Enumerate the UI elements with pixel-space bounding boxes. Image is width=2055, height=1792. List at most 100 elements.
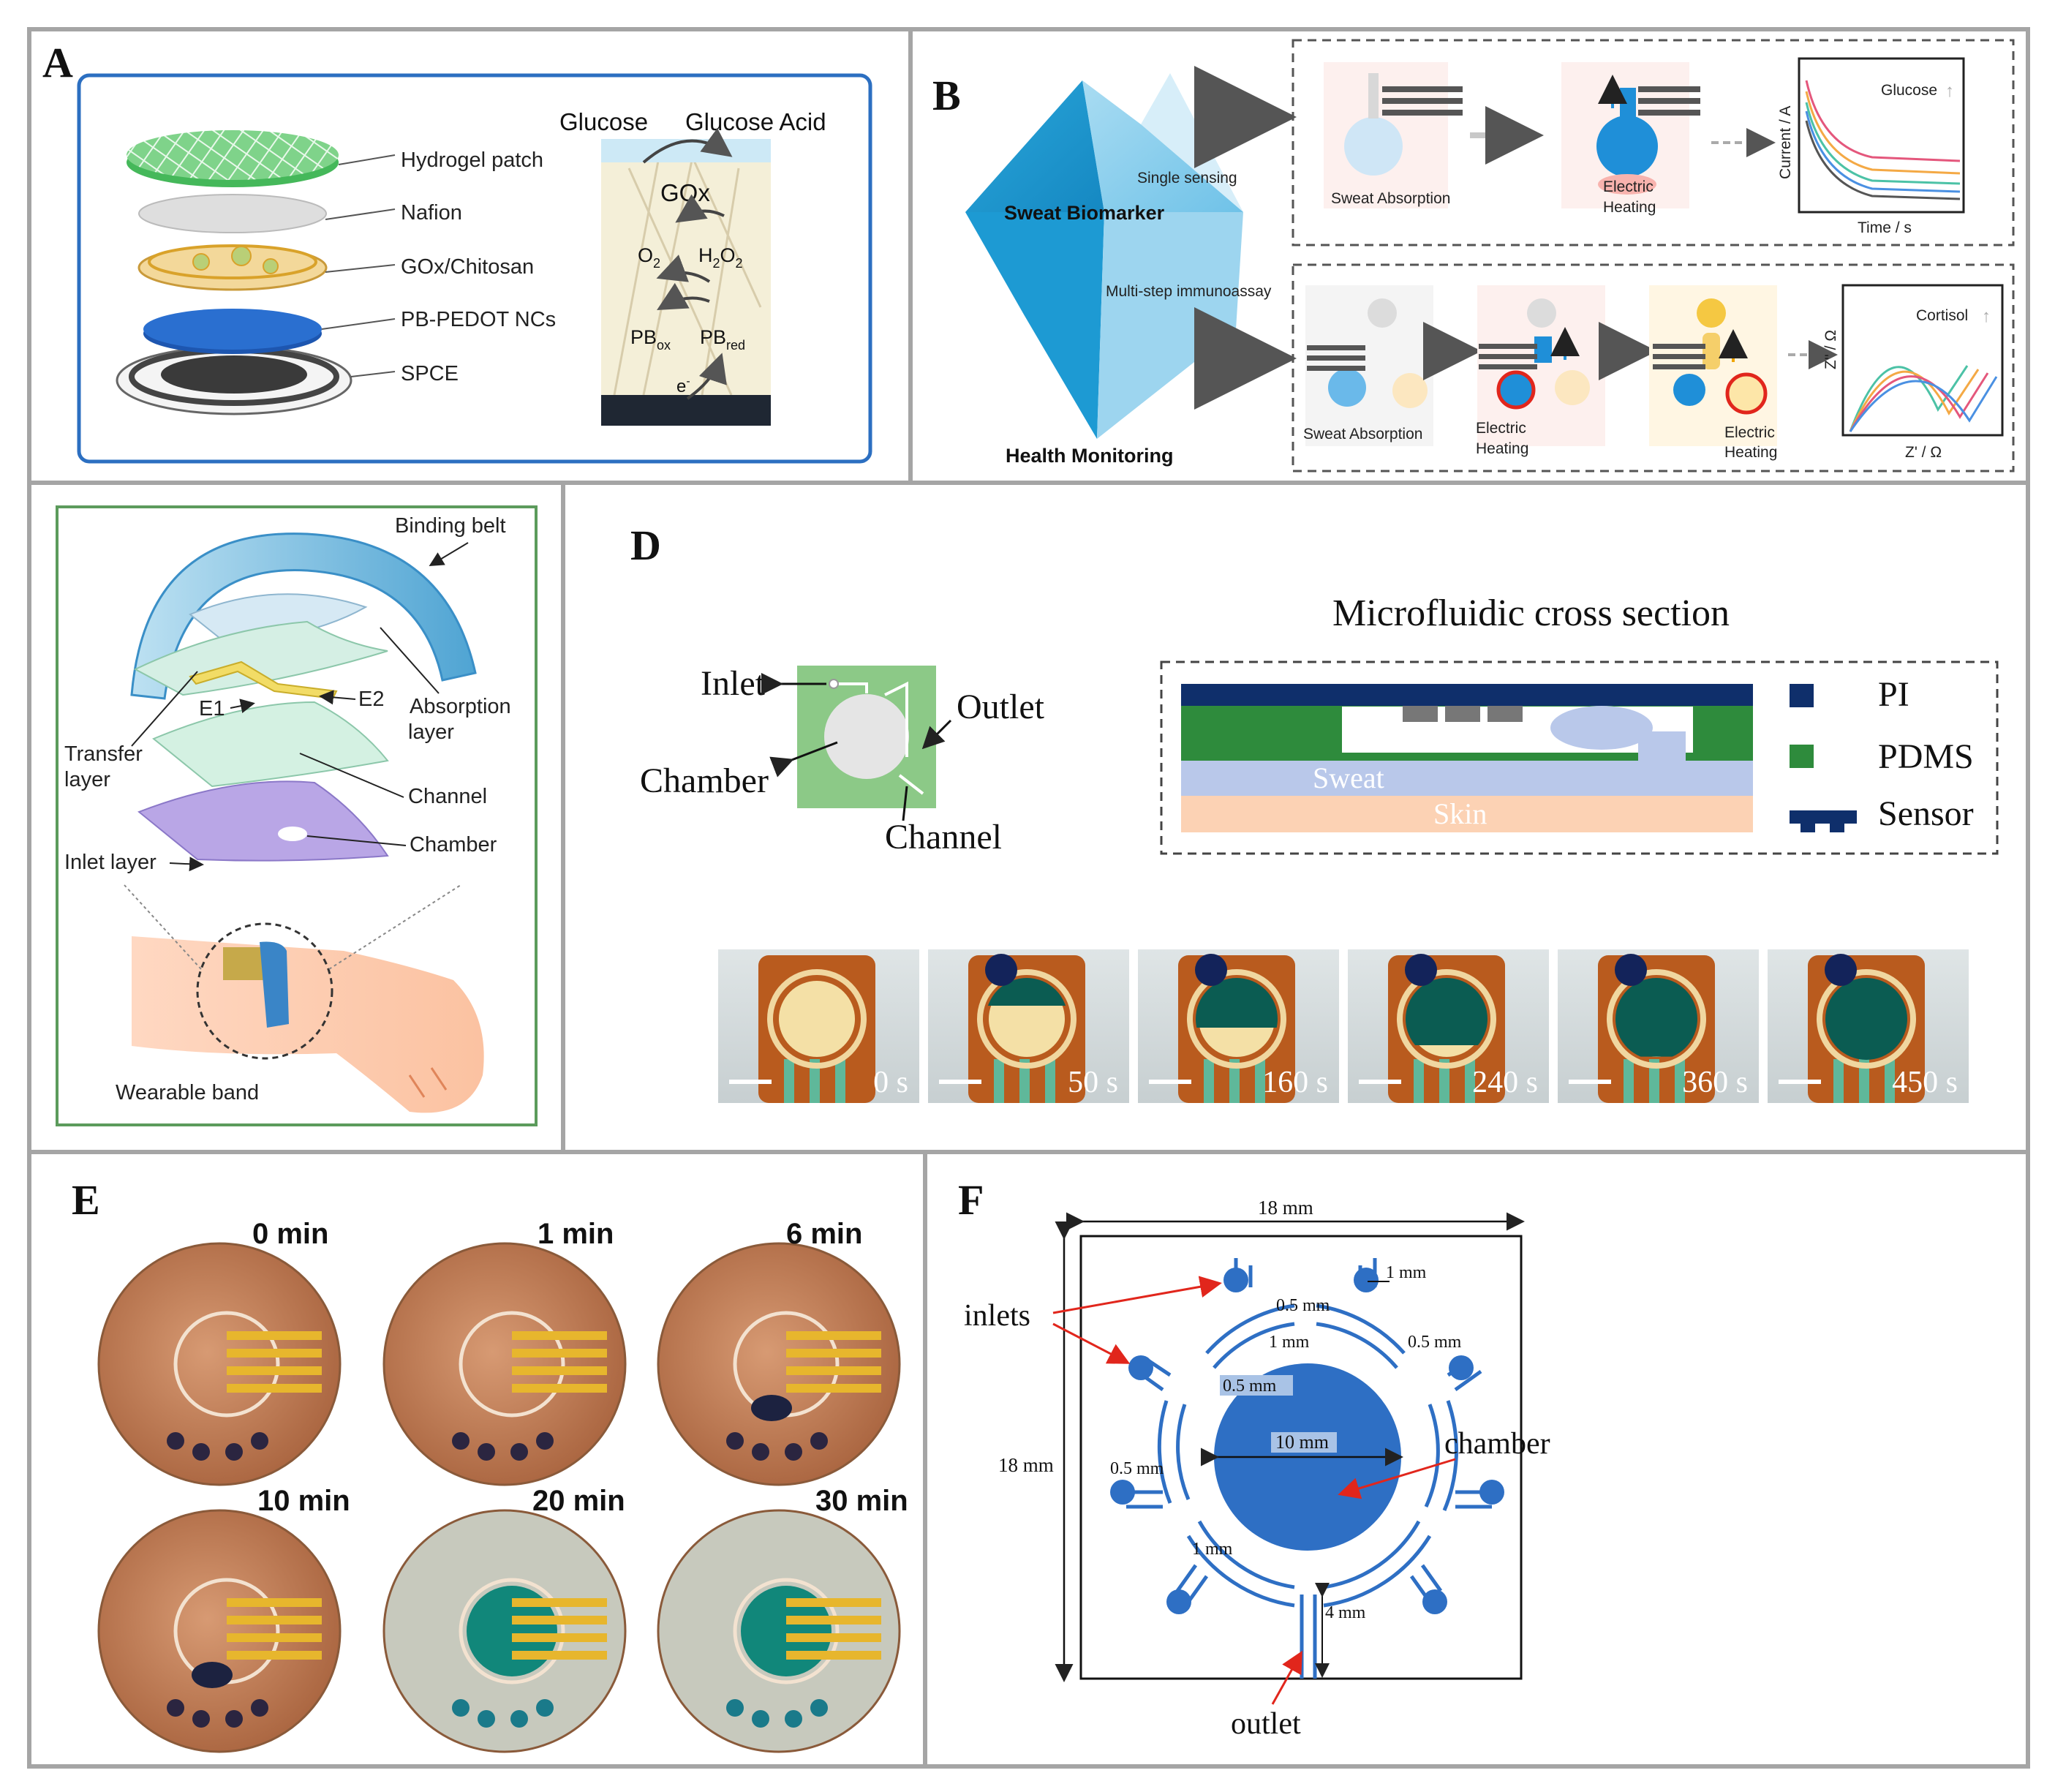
layer-leaders [321, 154, 396, 377]
photo-timepoint: 240 s [1472, 1066, 1538, 1099]
legend-sensor-swatch [1790, 810, 1857, 824]
schematic-chamber: Chamber [640, 761, 769, 800]
glucose-plot-xlabel: Time / s [1858, 219, 1912, 236]
panel-a: A Hydrogel patch Nafion GOx/Chi [42, 39, 872, 464]
photo-timepoint: 450 s [1892, 1066, 1958, 1099]
cross-section-skin: Skin [1433, 797, 1487, 830]
inlet-dots [1110, 1268, 1504, 1614]
multi-step-label: Multi-step immunoassay [1106, 283, 1272, 300]
reaction-arrows [642, 128, 733, 400]
panel-label-a: A [42, 39, 73, 86]
petri-dish [97, 1509, 342, 1753]
cortisol-plot-xlabel: Z' / Ω [1905, 444, 1942, 461]
schematic-outlet: Outlet [957, 688, 1045, 726]
photo-timepoint: 50 s [1068, 1066, 1118, 1099]
cross-section-sweat: Sweat [1313, 761, 1384, 794]
layer-pb-pedot: PB-PEDOT NCs [401, 308, 556, 331]
zoom-circle [196, 922, 333, 1060]
panel-c: C Binding belt Absorption layer E1 E2 Tr… [56, 505, 538, 1126]
panel-label-f: F [958, 1176, 984, 1224]
schematic-channel: Channel [885, 818, 1002, 857]
dim-05mm-chamber: 0.5 mm [1223, 1377, 1277, 1396]
layer-skin [1181, 796, 1753, 832]
dim-chamber: 10 mm [1275, 1431, 1329, 1453]
label-absorption: Absorption [410, 695, 511, 718]
reaction-glucose: Glucose [559, 108, 648, 135]
photo-frame: 360 s [1558, 949, 1759, 1103]
panel-label-d: D [630, 522, 661, 569]
label-outlet: outlet [1231, 1707, 1301, 1741]
glucose-plot-arrow: ↑ [1945, 81, 1954, 101]
panel-frames [27, 27, 2030, 1769]
wearable-band-patch [223, 947, 263, 980]
cortisol-plot [1841, 284, 2004, 437]
photo-strip: 0 s 50 s 160 s 240 s 360 s 450 s [718, 949, 1969, 1103]
petri-timepoint: 1 min [538, 1218, 614, 1250]
layer-hydrogel: Hydrogel patch [401, 148, 543, 172]
glucose-plot-ylabel: Current / A [1777, 106, 1794, 179]
dim-1mm-top: 1 mm [1386, 1263, 1427, 1282]
panel-label-b: B [932, 72, 961, 119]
photo-timepoint: 360 s [1682, 1066, 1748, 1099]
label-e1: E1 [199, 697, 225, 720]
heating-label-2: Heating [1476, 440, 1528, 457]
panel-b: B Sweat Biomarker Health Monitoring Sing… [932, 39, 2015, 473]
dim-outlet-length: 4 mm [1325, 1603, 1366, 1622]
layer-gox: GOx/Chitosan [401, 255, 534, 279]
petri-timepoint: 30 min [815, 1485, 908, 1517]
dim-05mm-top: 0.5 mm [1276, 1296, 1330, 1315]
iceberg-bottom-label: Health Monitoring [1006, 445, 1173, 467]
legend-pdms: PDMS [1878, 737, 1974, 776]
heating-label-3: Heating [1724, 444, 1777, 461]
curve-arrow-bottom [1194, 306, 1297, 410]
photo-frame: 450 s [1768, 949, 1969, 1103]
petri-dish [382, 1509, 627, 1753]
sweat-absorption-1: Sweat Absorption [1331, 190, 1450, 207]
label-inlets: inlets [964, 1299, 1030, 1333]
label-transfer-layer: layer [64, 768, 110, 791]
dim-1mm-mid: 1 mm [1269, 1333, 1310, 1352]
single-sensing-label: Single sensing [1137, 170, 1237, 187]
cross-section-title: Microfluidic cross section [1332, 592, 1730, 634]
photo-frame: 0 s [718, 949, 919, 1103]
electric-label-3: Electric [1724, 424, 1775, 441]
photo-frame: 160 s [1138, 949, 1339, 1103]
reaction-pbred: PBred [700, 326, 745, 353]
label-absorption-layer: layer [408, 720, 454, 744]
label-inlet-layer: Inlet layer [64, 851, 157, 874]
petri-dish [657, 1242, 901, 1486]
label-e2: E2 [358, 688, 384, 711]
immunoassay-box [1292, 263, 2015, 473]
cross-section-box [1160, 660, 1999, 855]
reaction-glucose-acid: Glucose Acid [685, 108, 826, 135]
panel-d: D Inlet Outlet Chamber Channel Microflui… [630, 522, 1999, 1103]
heating-label-1: Heating [1603, 199, 1656, 216]
legend-pi-swatch [1790, 684, 1814, 707]
panel-label-e: E [72, 1176, 100, 1224]
immuno-chip-1 [1307, 298, 1428, 408]
legend-sensor: Sensor [1878, 794, 1974, 833]
petri-dish [382, 1242, 627, 1486]
layer-sweat [1181, 761, 1753, 796]
reaction-h2o2: H2O2 [698, 244, 743, 271]
photo-frame: 240 s [1348, 949, 1549, 1103]
reaction-pbox: PBox [630, 326, 671, 353]
photo-frame: 50 s [928, 949, 1129, 1103]
petri-timepoint: 6 min [786, 1218, 862, 1250]
electric-label-2: Electric [1476, 420, 1526, 437]
inlet-layer [137, 780, 389, 862]
photo-timepoint: 0 s [873, 1066, 908, 1099]
immuno-chip-3 [1653, 298, 1768, 415]
label-chamber: Chamber [410, 833, 497, 857]
layer-spce: SPCE [401, 362, 459, 385]
label-binding-belt: Binding belt [395, 514, 506, 538]
electric-label-1: Electric [1603, 178, 1654, 195]
dim-05mm-right: 0.5 mm [1408, 1333, 1462, 1352]
petri-dish [657, 1509, 901, 1753]
dim-width: 18 mm [1258, 1197, 1313, 1219]
iceberg-icon [965, 73, 1243, 439]
curve-arrow-top [1194, 66, 1297, 169]
label-channel: Channel [408, 785, 487, 808]
reaction-electron: e- [676, 375, 690, 396]
petri-timepoint: 20 min [532, 1485, 625, 1517]
